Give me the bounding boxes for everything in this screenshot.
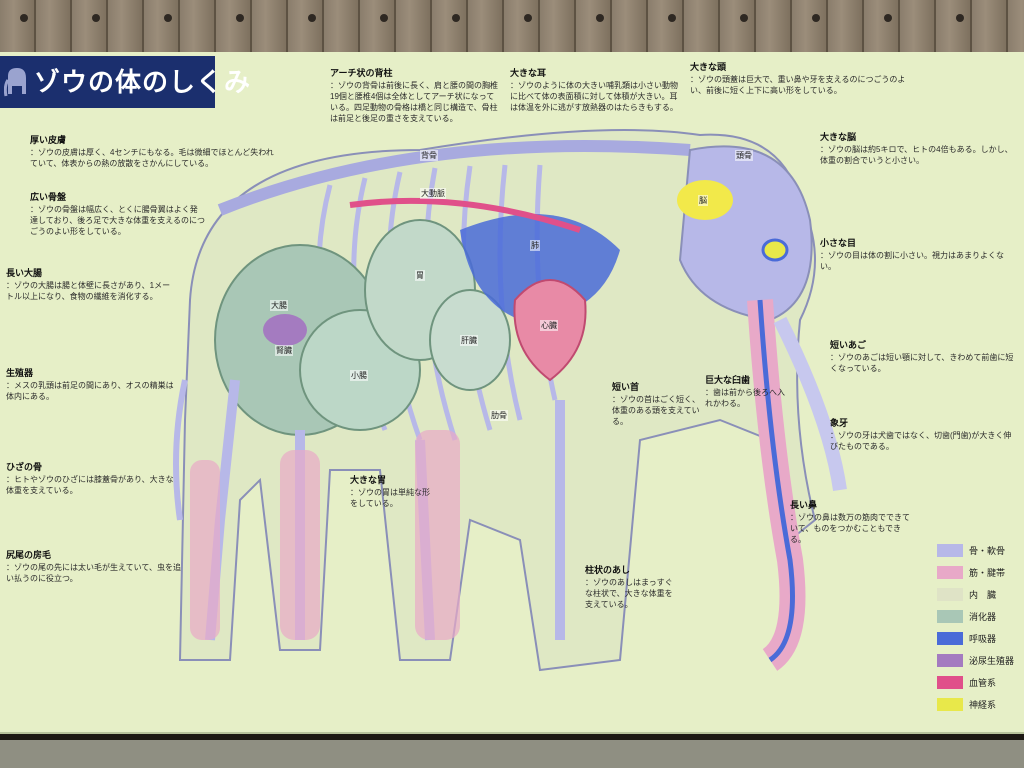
legend-label: 筋・腱帯 <box>969 568 1006 578</box>
legend-label: 呼吸器 <box>969 634 997 644</box>
label-stomach: 胃 <box>415 270 425 281</box>
legend-row: 泌尿生殖器 <box>925 650 1014 672</box>
note-arch-spine: アーチ状の背柱：ゾウの背骨は前後に長く、肩と腰の間の胸椎19個と腰椎4個は全体と… <box>330 68 498 123</box>
trunk-airway <box>757 299 795 663</box>
legend-row: 血管系 <box>925 672 1005 694</box>
note-knee-bone: ひざの骨：ヒトやゾウのひざには膝蓋骨があり、大きな体重を支えている。 <box>6 462 174 495</box>
legend-row: 内 臓 <box>925 584 1005 606</box>
label-brain: 脳 <box>698 195 708 206</box>
legend-swatch <box>937 632 963 645</box>
note-big-stomach: 大きな胃：ゾウの胃は単純な形をしている。 <box>350 475 430 508</box>
note-big-ear: 大きな耳：ゾウのように体の大きい哺乳類は小さい動物に比べて体の表面積に対して体積… <box>510 68 678 112</box>
legend-label: 神経系 <box>969 700 997 710</box>
label-lung: 肺 <box>530 240 540 251</box>
tusk <box>773 316 847 491</box>
elephant-icon <box>4 68 26 97</box>
wooden-fence <box>0 0 1024 60</box>
note-long-trunk: 長い鼻：ゾウの鼻は数万の筋肉でできていて、ものをつかむこともできる。 <box>790 500 910 544</box>
legend-label: 血管系 <box>969 678 997 688</box>
eye <box>761 238 789 262</box>
legend-swatch <box>937 610 963 623</box>
note-long-intestine: 長い大腸：ゾウの大腸は腸と体壁に長さがあり、1メートル以上になり、食物の繊維を消… <box>6 268 171 301</box>
label-spine: 背骨 <box>420 150 438 161</box>
note-tusk: 象牙：ゾウの牙は犬歯ではなく、切歯(門歯)が大きく伸びたものである。 <box>830 418 1012 451</box>
note-thick-skin: 厚い皮膚：ゾウの皮膚は厚く、4センチにもなる。毛は微細でほとんど失われていて、体… <box>30 135 274 168</box>
leg-muscles <box>190 430 460 640</box>
legend-row: 骨・軟骨 <box>925 540 1005 562</box>
tail <box>173 379 188 521</box>
note-pillar-legs: 柱状のあし：ゾウのあしはまっすぐな柱状で、大きな体重を支えている。 <box>585 565 673 609</box>
label-large-intestine: 大腸 <box>270 300 288 311</box>
legend-row: 消化器 <box>925 606 1005 628</box>
note-big-head: 大きな頭：ゾウの頭蓋は巨大で、重い鼻や牙を支えるのにつごうのよい、前後に短く上下… <box>690 62 906 95</box>
note-small-eye: 小さな目：ゾウの目は体の割に小さい。視力はあまりよくない。 <box>820 238 1004 271</box>
legend-label: 消化器 <box>969 612 997 622</box>
label-liver: 肝臓 <box>460 335 478 346</box>
aorta <box>349 197 581 233</box>
note-big-brain: 大きな脳：ゾウの脳は約5キロで、ヒトの4倍もある。しかし、体重の割合でいうと小さ… <box>820 132 1013 165</box>
label-aorta: 大動脈 <box>420 188 446 199</box>
label-rib: 肋骨 <box>490 410 508 421</box>
label-skull: 頭骨 <box>735 150 753 161</box>
legend-swatch <box>937 654 963 667</box>
note-tail: 尻尾の房毛：ゾウの尾の先には太い毛が生えていて、虫を追い払うのに役立つ。 <box>6 550 181 583</box>
note-short-jaw: 短いあご：ゾウのあごは短い顎に対して、きわめて前歯に短くなっている。 <box>830 340 1014 373</box>
legend-swatch <box>937 566 963 579</box>
legend-swatch <box>937 698 963 711</box>
color-legend: 骨・軟骨 筋・腱帯 内 臓 消化器 呼吸器 泌尿生殖器 血管系 神経系 <box>925 540 1014 716</box>
legend-row: 筋・腱帯 <box>925 562 1005 584</box>
note-molar: 巨大な臼歯：歯は前から後ろへ入れかわる。 <box>705 375 785 408</box>
legend-swatch <box>937 588 963 601</box>
legend-label: 骨・軟骨 <box>969 546 1006 556</box>
note-short-neck: 短い首：ゾウの首はごく短く、体重のある頭を支えている。 <box>612 382 700 426</box>
label-heart: 心臓 <box>540 320 558 331</box>
legend-row: 神経系 <box>925 694 1005 716</box>
legend-label: 内 臓 <box>969 590 997 600</box>
note-genital: 生殖器：メスの乳頭は前足の間にあり、オスの精巣は体内にある。 <box>6 368 174 401</box>
label-small-intestine: 小腸 <box>350 370 368 381</box>
title-banner: ゾウの体のしくみ <box>0 56 250 108</box>
legend-row: 呼吸器 <box>925 628 1005 650</box>
page-title: ゾウの体のしくみ <box>34 67 252 97</box>
legend-label: 泌尿生殖器 <box>969 656 1015 666</box>
legend-swatch <box>937 676 963 689</box>
label-kidney: 腎臓 <box>275 345 293 356</box>
kidney <box>263 314 307 346</box>
note-wide-pelvis: 広い骨盤：ゾウの骨盤は幅広く、とくに腸骨翼はよく発達しており、後ろ足で大きな体重… <box>30 192 205 236</box>
floor <box>0 740 1024 768</box>
legend-swatch <box>937 544 963 557</box>
